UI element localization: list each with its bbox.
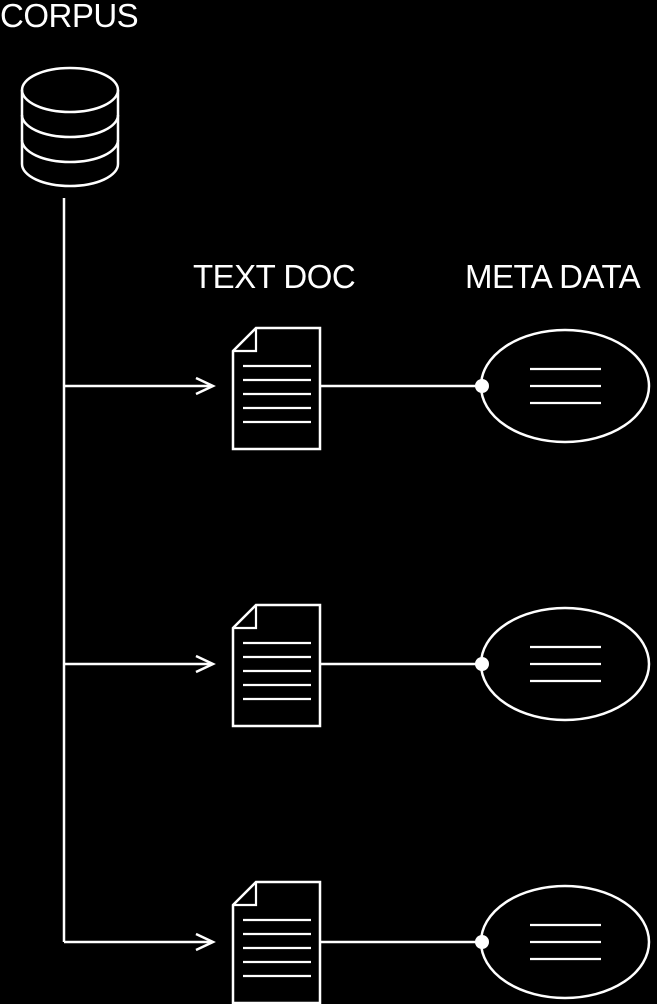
meta-data-label: META DATA [465,258,641,295]
text-document-icon [231,603,322,728]
text-document-icon [231,880,322,1004]
metadata-ellipse [479,884,651,1000]
metadata-ellipse [479,328,651,444]
document-row [64,326,651,451]
metadata-ellipse-icon [479,884,651,1000]
document-row [64,880,651,1004]
document-outline [231,326,322,451]
document-fold [233,882,258,907]
document-row [64,603,651,728]
text-doc-label: TEXT DOC [193,258,355,295]
corpus-label: CORPUS [0,0,138,34]
document-outline [231,880,322,1004]
document-fold [233,605,258,630]
metadata-ellipse-icon [479,328,651,444]
text-document-icon [231,326,322,451]
metadata-ellipse-icon [479,606,651,722]
arrow-head-icon [195,376,216,396]
document-outline [231,603,322,728]
arrow-head-icon [195,932,216,952]
metadata-ellipse [479,606,651,722]
document-rows [64,326,651,1004]
document-fold [233,328,258,353]
arrow-head-icon [195,654,216,674]
database-icon [20,66,120,188]
